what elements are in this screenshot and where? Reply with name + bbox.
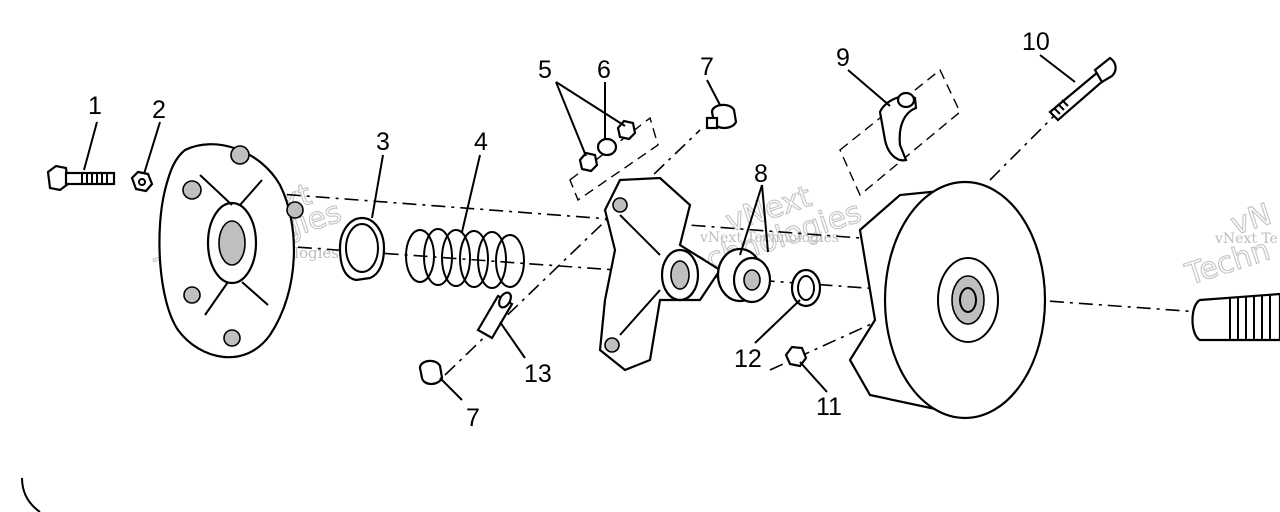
weight-group-9 — [839, 68, 961, 197]
washer-group-5-6 — [569, 116, 659, 202]
callout-6: 6 — [597, 56, 611, 84]
leader-lines — [83, 54, 1076, 401]
callout-13: 13 — [524, 360, 552, 388]
stray-arc — [21, 477, 41, 512]
button-part-7-upper — [705, 103, 738, 130]
nut-part-2 — [130, 170, 154, 193]
callout-10: 10 — [1022, 28, 1050, 56]
callout-1: 1 — [88, 92, 102, 120]
pin-part-13 — [476, 291, 514, 340]
nut-part-11 — [784, 345, 808, 368]
bushing-part-12 — [790, 268, 822, 308]
watermark-text-4: vNext Technologies — [699, 230, 839, 246]
bolt-part-1 — [46, 164, 116, 192]
callout-4: 4 — [474, 128, 488, 156]
crankshaft-end — [1191, 292, 1280, 342]
sheave-disc — [848, 180, 1047, 420]
callout-3: 3 — [376, 128, 390, 156]
callout-9: 9 — [836, 44, 850, 72]
roller-part-8 — [716, 247, 772, 304]
cover-plate — [158, 143, 304, 359]
callout-5: 5 — [538, 56, 552, 84]
ring-part-3 — [338, 216, 386, 282]
button-part-7-lower — [418, 359, 444, 386]
callout-7-upper: 7 — [700, 53, 714, 81]
watermark-text-7: vNext Te — [1214, 231, 1278, 247]
callout-12: 12 — [734, 345, 762, 373]
callout-labels: 1 2 3 4 5 6 7 8 9 10 11 12 13 7 — [88, 28, 1050, 432]
spring-part-4 — [405, 228, 525, 289]
spider-bracket — [598, 176, 722, 372]
bolt-part-10 — [1048, 56, 1117, 122]
callout-2: 2 — [152, 96, 166, 124]
callout-7-lower: 7 — [466, 404, 480, 432]
callout-8: 8 — [754, 160, 768, 188]
callout-11: 11 — [816, 393, 842, 421]
